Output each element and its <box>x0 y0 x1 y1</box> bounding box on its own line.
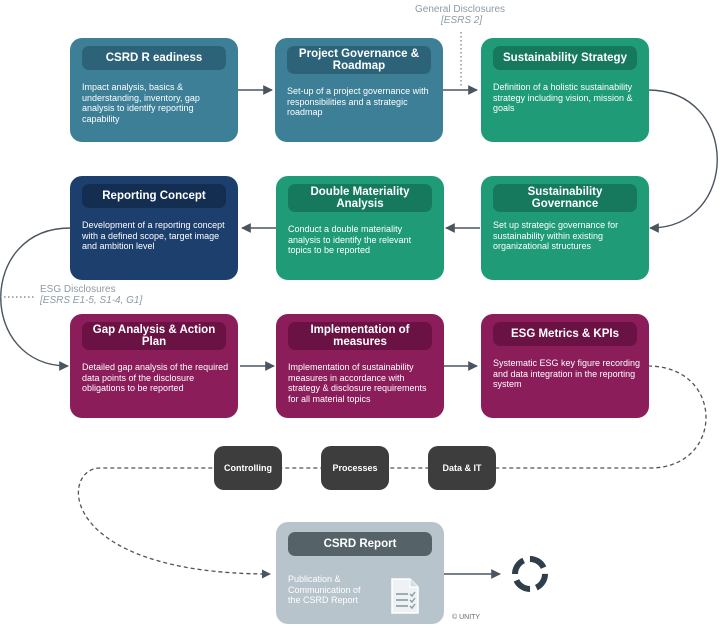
step-reporting-concept[interactable]: Reporting Concept Development of a repor… <box>70 176 238 280</box>
step-title: Sustainability Strategy <box>493 46 637 70</box>
step-title: Project Governance & Roadmap <box>287 46 431 74</box>
step-csrd-readiness[interactable]: CSRD R eadiness Impact analysis, basics … <box>70 38 238 142</box>
step-description: Set-up of a project governance with resp… <box>287 86 429 118</box>
step-sustainability-strategy[interactable]: Sustainability Strategy Definition of a … <box>481 38 649 142</box>
step-description: Systematic ESG key figure recording and … <box>493 358 641 390</box>
cycle-icon <box>512 556 548 592</box>
enabler-controlling[interactable]: Controlling <box>214 446 282 490</box>
step-description: Conduct a double materiality analysis to… <box>288 224 412 256</box>
step-description: Detailed gap analysis of the required da… <box>82 362 229 394</box>
general-disclosures-note: General Disclosures [ESRS 2] <box>415 4 505 26</box>
step-double-materiality[interactable]: Double Materiality Analysis Conduct a do… <box>276 176 444 280</box>
copyright: © UNITY <box>452 614 481 621</box>
dashed-enabler-path <box>77 365 707 579</box>
enabler-processes[interactable]: Processes <box>321 446 389 490</box>
step-title: Reporting Concept <box>82 184 226 208</box>
step-title: CSRD R eadiness <box>82 46 226 70</box>
step-gap-analysis[interactable]: Gap Analysis & Action Plan Detailed gap … <box>70 314 238 418</box>
step-description: Implementation of sustainability measure… <box>288 362 427 404</box>
step-sustainability-governance[interactable]: Sustainability Governance Set up strateg… <box>481 176 649 280</box>
step-title: Implementation of measures <box>288 322 432 350</box>
step-title: ESG Metrics & KPIs <box>493 322 637 346</box>
general-disclosures-label: General Disclosures <box>415 4 506 15</box>
step-title: Sustainability Governance <box>493 184 637 212</box>
esg-disclosures-note: ESG Disclosures [ESRS E1-5, S1-4, G1] <box>40 284 142 306</box>
report-description: Publication & Communication of the CSRD … <box>288 574 361 606</box>
csrd-report-card[interactable]: CSRD Report Publication & Communication … <box>276 522 444 624</box>
general-disclosures-ref: [ESRS 2] <box>441 15 483 26</box>
esg-disclosures-label: ESG Disclosures <box>40 284 116 295</box>
report-document-icon <box>391 578 419 614</box>
step-description: Impact analysis, basics & understanding,… <box>82 82 200 124</box>
step-description: Set up strategic governance for sustaina… <box>493 220 619 252</box>
curve-right-1 <box>647 89 718 233</box>
report-title: CSRD Report <box>288 532 432 556</box>
step-description: Development of a reporting concept with … <box>82 220 225 252</box>
step-description: Definition of a holistic sustainability … <box>493 82 633 114</box>
enabler-data-it[interactable]: Data & IT <box>428 446 496 490</box>
step-implementation[interactable]: Implementation of measures Implementatio… <box>276 314 444 418</box>
esg-disclosures-ref: [ESRS E1-5, S1-4, G1] <box>40 295 143 306</box>
step-title: Gap Analysis & Action Plan <box>82 322 226 350</box>
step-esg-metrics[interactable]: ESG Metrics & KPIs Systematic ESG key fi… <box>481 314 649 418</box>
step-project-governance[interactable]: Project Governance & Roadmap Set-up of a… <box>275 38 443 142</box>
step-title: Double Materiality Analysis <box>288 184 432 212</box>
